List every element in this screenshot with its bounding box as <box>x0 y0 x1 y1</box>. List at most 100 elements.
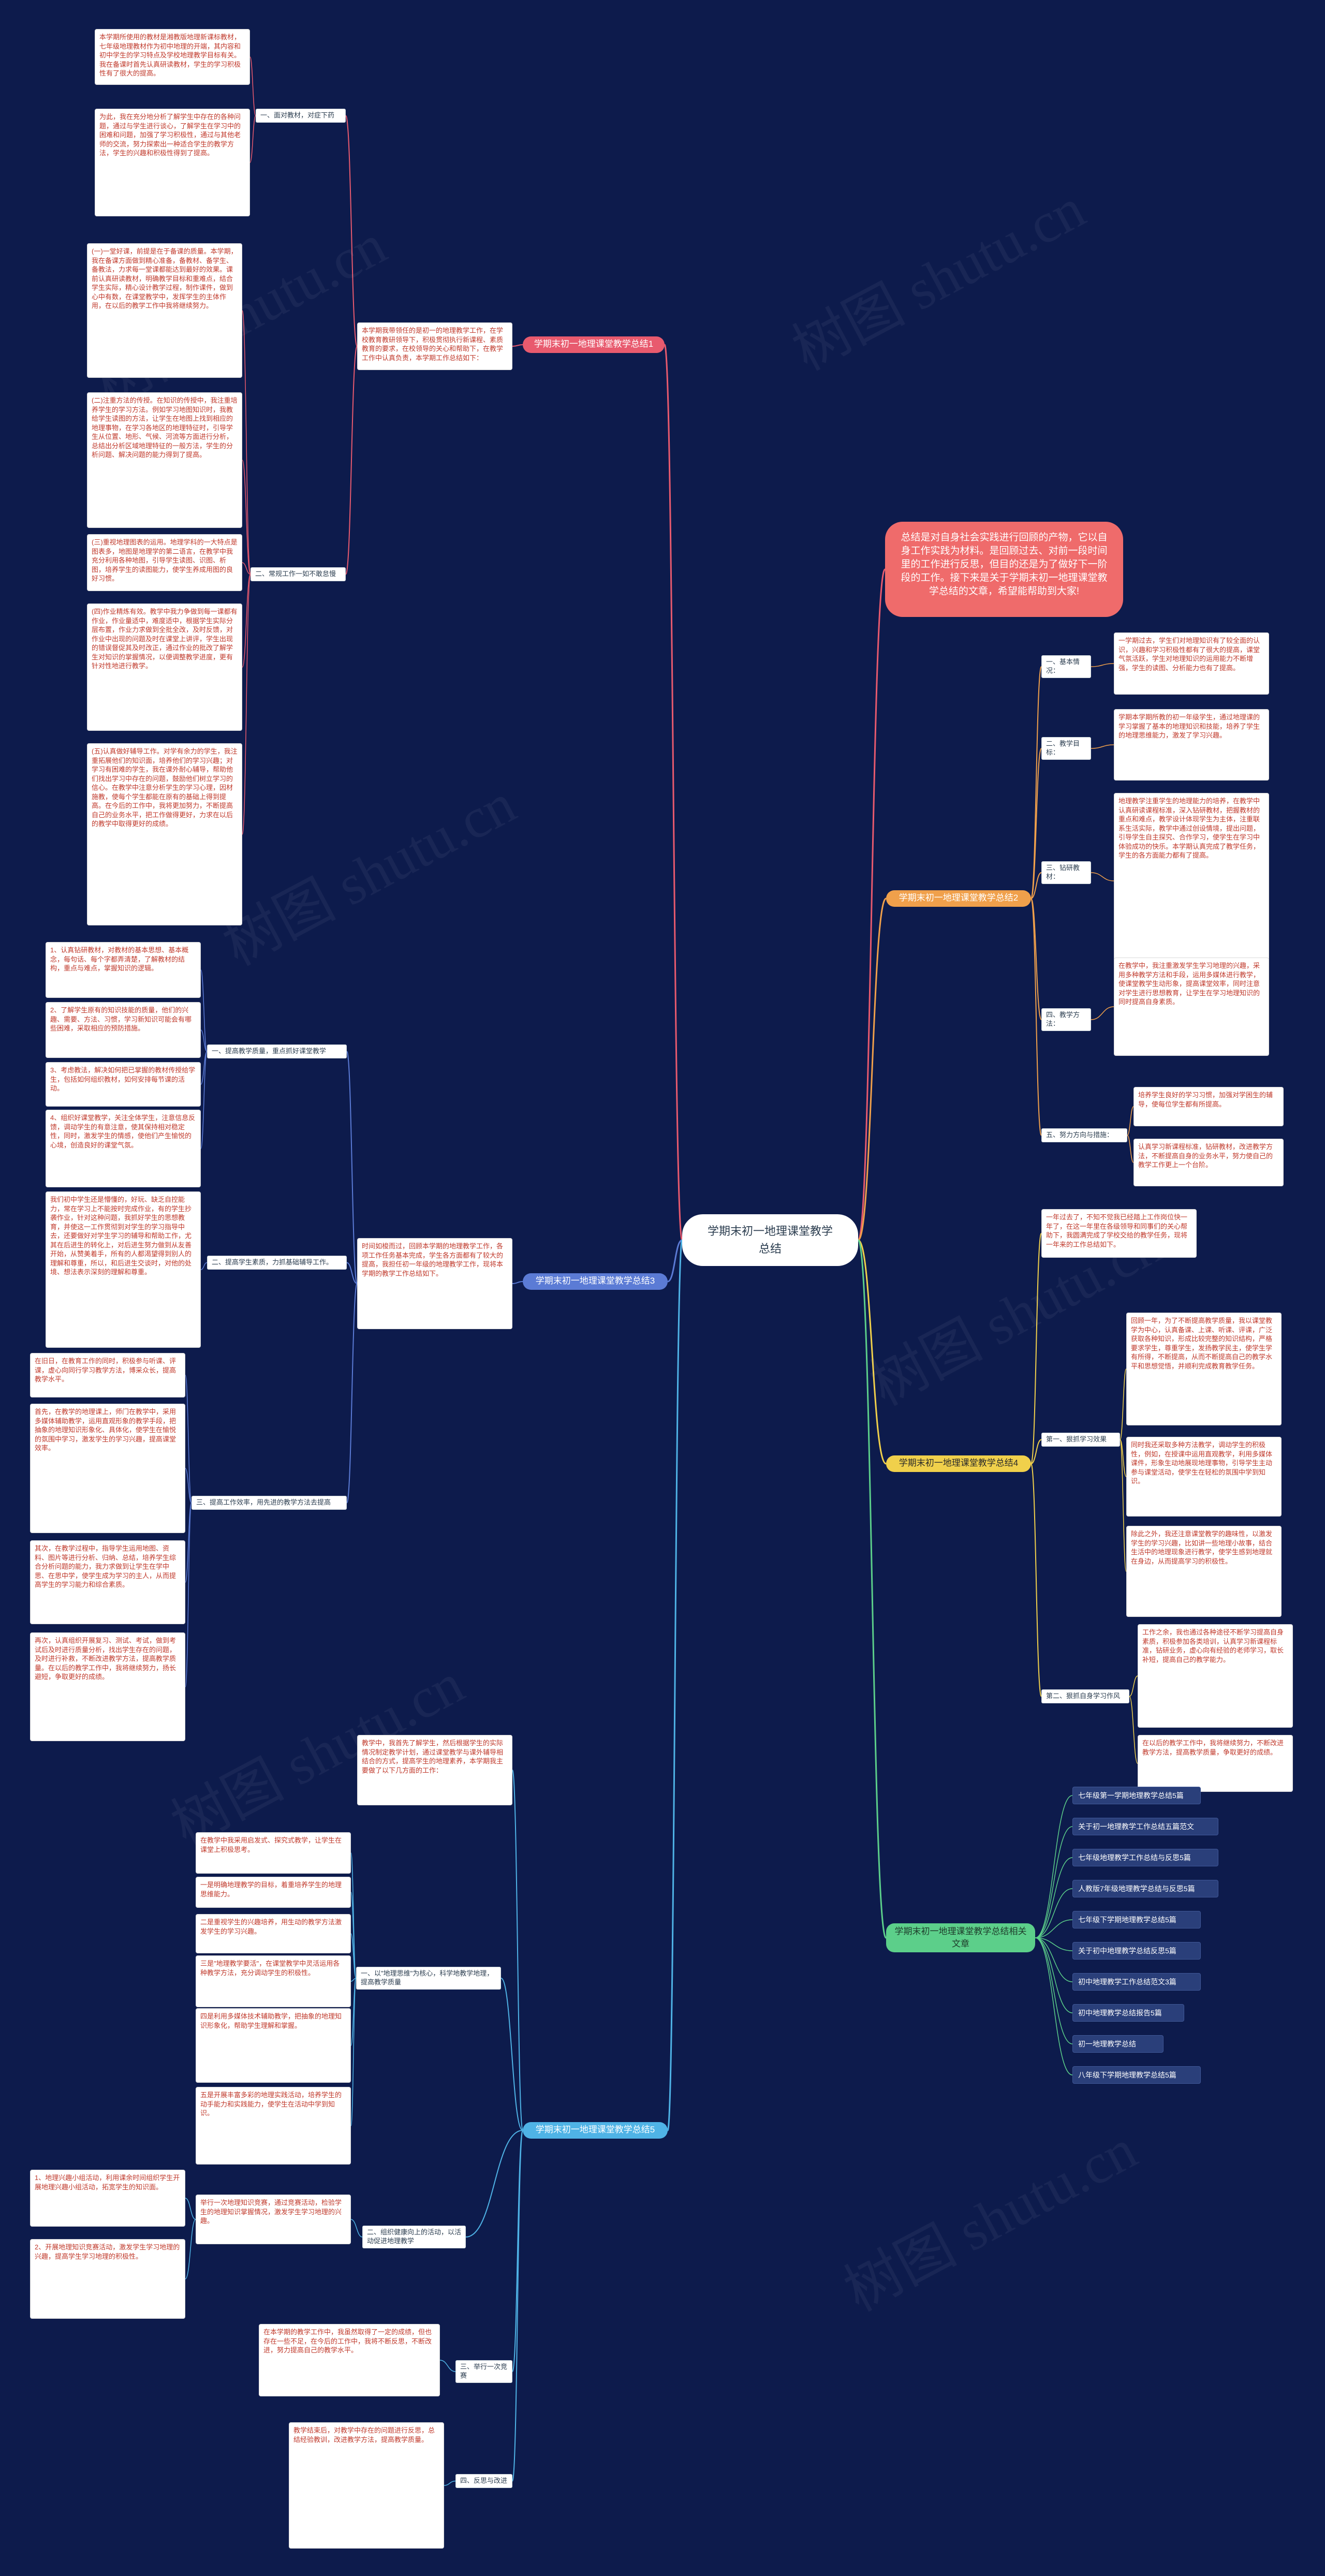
s3-leaf-4: 4、组织好课堂教学，关注全体学生，注意信息反馈，调动学生的有意注意，使其保持相对… <box>46 1110 201 1187</box>
connector-line <box>185 1375 192 1504</box>
root-title-line2: 总结 <box>758 1242 782 1255</box>
connector-line <box>1035 1937 1073 1982</box>
connector-line <box>200 969 208 1052</box>
s5-sub1-label[interactable]: 一、以"地理思维"为核心，科学地教学地理，提高教学质量 <box>356 1967 501 1990</box>
s5-leaf-2: 一是明确地理教学的目标，着重培养学生的地理思维能力。 <box>196 1877 351 1908</box>
connector-line <box>185 1468 192 1504</box>
related-article-link[interactable]: 人教版7年级地理教学总结与反思5篇 <box>1072 1880 1218 1897</box>
s2-leaf-4: 在教学中，我注重激发学生学习地理的兴趣，采用多种教学方法和手段，运用多媒体进行教… <box>1114 958 1269 1056</box>
connector-line <box>857 897 887 1241</box>
root-title-line1: 学期末初一地理课堂教学 <box>707 1225 833 1238</box>
s4-leaf-1: 回顾一年，为了不断提高教学质量，我以课堂教学为中心，认真备课、上课、听课、评课，… <box>1126 1313 1282 1425</box>
branch-summary-4[interactable]: 学期末初一地理课堂教学总结4 <box>886 1455 1031 1472</box>
connector-line <box>1030 872 1042 899</box>
s1-leaf-1: 本学期所使用的教材是湘教版地理新课标教材，七年级地理教材作为初中地理的开端，其内… <box>95 29 250 85</box>
connector-line <box>444 2480 456 2486</box>
s3-sub1-label[interactable]: 一、提高教学质量，重点抓好课堂教学 <box>207 1044 347 1058</box>
s5-sub2-label[interactable]: 二、组织健康向上的活动，以活动促进地理教学 <box>362 2226 466 2248</box>
connector-line <box>1129 1696 1138 1764</box>
connector-line <box>185 2198 196 2220</box>
connector-line <box>1035 1826 1073 1938</box>
s1-leaf-6: (四)作业精炼有效。教学中我力争做到每一课都有作业，作业量适中，难度适中，根据学… <box>87 603 242 731</box>
branch-summary-1[interactable]: 学期末初一地理课堂教学总结1 <box>523 336 665 353</box>
connector-line <box>350 1978 357 2126</box>
connector-line <box>1120 1368 1127 1440</box>
s3-leaf-8: 其次，在教学过程中，指导学生运用地图、资料、图片等进行分析、归纳、总结，培养学生… <box>30 1540 185 1624</box>
s4-summary: 一年过去了，不知不觉我已经踏上工作岗位快一年了，在这一年里在各级领导和同事们的关… <box>1041 1209 1197 1258</box>
related-article-link[interactable]: 七年级第一学期地理教学总结5篇 <box>1072 1787 1201 1804</box>
s2-sub3-label[interactable]: 三、钻研教材： <box>1041 861 1091 884</box>
related-article-link[interactable]: 七年级地理教学工作总结与反思5篇 <box>1072 1849 1218 1866</box>
s2-leaf-5: 培养学生良好的学习习惯，加强对学困生的辅导，使每位学生都有所提高。 <box>1133 1087 1284 1126</box>
related-article-link[interactable]: 关于初一地理教学工作总结五篇范文 <box>1072 1818 1218 1835</box>
s4-sub2-label[interactable]: 第二、狠抓自身学习作风 <box>1041 1689 1129 1703</box>
connector-line <box>1035 1937 1073 2013</box>
s1-sub2-label[interactable]: 二、常规工作一如不敢怠慢 <box>251 567 346 581</box>
connector-line <box>1091 744 1114 749</box>
s1-leaf-2: 为此，我在充分地分析了解学生中存在的各种问题，通过与学生进行谈心，了解学生在学习… <box>95 109 250 216</box>
connector-line <box>1129 1675 1138 1697</box>
s2-leaf-2: 学期本学期所教的初一年级学生，通过地理课的学习掌握了基本的地理知识和技能，培养了… <box>1114 709 1269 781</box>
s5-leaf-5: 四是利用多媒体技术辅助教学，把抽象的地理知识形象化，帮助学生理解和掌握。 <box>196 2008 351 2083</box>
connector-line <box>857 1239 887 1939</box>
s4-sub1-label[interactable]: 第一、狠抓学习效果 <box>1041 1433 1120 1447</box>
connector-line <box>1035 1937 1073 1951</box>
related-article-link[interactable]: 关于初中地理教学总结反思5篇 <box>1072 1942 1201 1960</box>
s5-leaf-6: 五是开展丰富多彩的地理实践活动，培养学生的动手能力和实践能力，使学生在活动中学到… <box>196 2087 351 2165</box>
s1-sub1-label[interactable]: 一、面对教材，对症下药 <box>256 109 346 123</box>
connector-line <box>1030 898 1042 1020</box>
connector-line <box>1127 1135 1134 1163</box>
s1-leaf-4: (二)注重方法的传授。在知识的传授中，我注重培养学生的学习方法。例如学习地图知识… <box>87 392 242 528</box>
connector-line <box>1120 1439 1127 1477</box>
connector-line <box>1091 872 1114 881</box>
s3-leaf-1: 1、认真钻研教材，对教材的基本思想、基本概念，每句话、每个字都弄清楚，了解教材的… <box>46 942 201 998</box>
s2-sub2-label[interactable]: 二、教学目标： <box>1041 737 1091 760</box>
s2-sub1-label[interactable]: 一、基本情况： <box>1041 655 1091 678</box>
connector-line <box>242 573 251 668</box>
related-article-link[interactable]: 初中地理教学工作总结范文3篇 <box>1072 1973 1201 1991</box>
connector-line <box>200 1029 208 1052</box>
connector-line <box>185 1502 192 1687</box>
root-topic[interactable]: 学期末初一地理课堂教学 总结 <box>682 1214 858 1266</box>
branch-summary-5[interactable]: 学期末初一地理课堂教学总结5 <box>523 2122 668 2139</box>
related-article-link[interactable]: 初中地理教学总结报告5篇 <box>1072 2004 1184 2022</box>
s3-sub2-label[interactable]: 二、提高学生素质，力抓基础辅导工作。 <box>207 1256 347 1270</box>
connector-line <box>1035 1937 1073 2044</box>
connector-line <box>200 1051 208 1085</box>
connector-line <box>667 1239 683 1283</box>
connector-line <box>512 2130 523 2482</box>
connector-line <box>346 1051 358 1284</box>
connector-line <box>200 1051 208 1149</box>
related-article-link[interactable]: 八年级下学期地理教学总结5篇 <box>1072 2066 1201 2084</box>
s5-leaf-7: 1、地理兴趣小组活动，利用课余时间组织学生开展地理兴趣小组活动，拓宽学生的知识面… <box>30 2170 185 2227</box>
connector-line <box>345 346 358 575</box>
s4-leaf-2: 同时我还采取多种方法教学，调动学生的积极性，例如，在授课中运用直观教学，利用多媒… <box>1126 1437 1282 1517</box>
related-article-link[interactable]: 初一地理教学总结 <box>1072 2035 1164 2053</box>
s5-sub4-label[interactable]: 四、反思与改进 <box>455 2474 512 2488</box>
related-article-link[interactable]: 七年级下学期地理教学总结5篇 <box>1072 1911 1201 1929</box>
branch-summary-2[interactable]: 学期末初一地理课堂教学总结2 <box>886 890 1031 907</box>
connector-line <box>512 1281 523 1284</box>
connector-line <box>242 562 251 575</box>
connector-line <box>1030 748 1042 899</box>
s2-sub5-label[interactable]: 五、努力方向与措施： <box>1041 1128 1127 1142</box>
intro-bubble[interactable]: 总结是对自身社会实践进行回顾的产物，它以自身工作实践为材料。是回顾过去、对前一段… <box>885 522 1123 617</box>
s2-leaf-6: 认真学习新课程标准，钻研教材，改进教学方法，不断提高自身的业务水平，努力使自己的… <box>1133 1139 1284 1186</box>
branch-related-articles[interactable]: 学期末初一地理课堂教学总结相关文章 <box>886 1923 1035 1952</box>
connector-line <box>1030 1439 1042 1464</box>
connector-line <box>200 1262 208 1270</box>
s5-sub3-label[interactable]: 三、举行一次竞赛 <box>455 2360 512 2383</box>
connector-line <box>350 2219 363 2238</box>
connector-line <box>1035 1888 1073 1938</box>
s3-sub3-label[interactable]: 三、提高工作效率，用先进的教学方法去提高 <box>192 1496 347 1510</box>
branch-summary-3[interactable]: 学期末初一地理课堂教学总结3 <box>523 1273 668 1290</box>
s2-sub4-label[interactable]: 四、教学方法： <box>1041 1008 1091 1031</box>
connector-line <box>350 1933 357 1979</box>
connector-line <box>242 310 251 575</box>
connector-line <box>857 568 886 1241</box>
connector-line <box>1035 1937 1073 2075</box>
s1-leaf-5: (三)重视地理图表的运用。地理学科的一大特点是图表多，地图是地理学的第二语言，在… <box>87 534 242 591</box>
connector-line <box>1030 666 1042 899</box>
